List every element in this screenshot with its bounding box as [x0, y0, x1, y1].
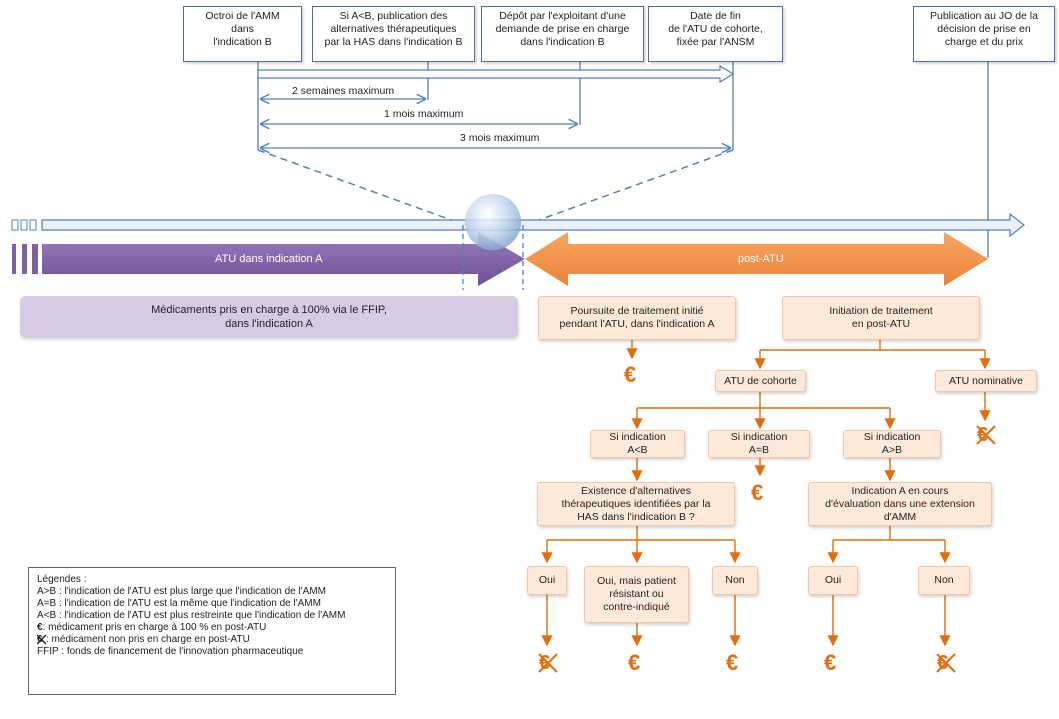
legend-title: Légendes :	[37, 574, 87, 585]
euro-glyph: €	[937, 652, 949, 674]
milestone-has-publication: Si A<B, publication des alternatives thé…	[312, 6, 475, 62]
atu-arrow-label: ATU dans indication A	[215, 253, 323, 265]
milestone-fin-atu: Date de fin de l'ATU de cohorte, fixée p…	[648, 6, 783, 62]
euro-icon: €	[751, 480, 764, 505]
euro-glyph: €	[539, 652, 551, 674]
bubble	[465, 194, 521, 250]
ffip-box: Médicaments pris en charge à 100% via le…	[20, 296, 518, 338]
zoom-line-left	[257, 149, 466, 226]
atu-nominative-box: ATU nominative	[935, 370, 1037, 392]
legend-text: : médicament pris en charge à 100 % en p…	[42, 622, 267, 633]
oui-box-1: Oui	[527, 566, 567, 595]
oui-mais-box: Oui, mais patient résistant ou contre-in…	[584, 566, 689, 623]
post-atu-arrow	[525, 232, 988, 286]
duration-label-1-mois: 1 mois maximum	[382, 108, 466, 120]
non-box-2: Non	[918, 566, 970, 595]
zoom-line-right	[524, 149, 734, 226]
euro-icon: €	[37, 622, 43, 633]
oui-box-2: Oui	[808, 566, 858, 595]
legend-line-euro: €: médicament pris en charge à 100 % en …	[37, 622, 387, 634]
crossed-euro-icon: €	[37, 634, 46, 646]
non-box-1: Non	[712, 566, 758, 595]
legend-line: A=B : l'indication de l'ATU est la même …	[37, 598, 321, 609]
legend: Légendes : A>B : l'indication de l'ATU e…	[28, 567, 396, 695]
legend-line: A<B : l'indication de l'ATU est plus res…	[37, 610, 346, 621]
crossed-euro-icon: €	[975, 424, 997, 446]
milestone-amm: Octroi de l'AMM dans l'indication B	[183, 6, 302, 62]
euro-icon: €	[624, 362, 637, 387]
crossed-euro-icon: €	[537, 652, 559, 674]
legend-text: : médicament non pris en charge en post-…	[46, 634, 250, 645]
post-atu-label: post-ATU	[738, 253, 784, 265]
duration-label-3-mois: 3 mois maximum	[458, 132, 542, 144]
milestone-publication-jo: Publication au JO de la décision de pris…	[913, 6, 1055, 62]
euro-glyph: €	[977, 424, 989, 446]
indication-evaluation-box: Indication A en cours d'évaluation dans …	[808, 482, 992, 526]
legend-line-crossed-euro: €: médicament non pris en charge en post…	[37, 634, 387, 646]
si-indication-a-eq-b: Si indication A=B	[708, 430, 810, 458]
atu-cohorte-box: ATU de cohorte	[715, 370, 806, 392]
poursuite-box: Poursuite de traitement initié pendant l…	[538, 296, 736, 340]
initiation-box: Initiation de traitement en post-ATU	[782, 296, 980, 340]
atu-arrow	[42, 232, 525, 286]
si-indication-a-lt-b: Si indication A<B	[590, 430, 685, 458]
euro-icon: €	[824, 650, 837, 675]
timeline-arrow	[41, 212, 1025, 238]
crossed-euro-icon: €	[935, 652, 957, 674]
si-indication-a-gt-b: Si indication A>B	[843, 430, 941, 458]
duration-label-2-semaines: 2 semaines maximum	[290, 85, 397, 97]
legend-line: FFIP : fonds de financement de l'innovat…	[37, 646, 304, 657]
euro-icon: €	[628, 650, 641, 675]
top-arrow	[257, 64, 735, 84]
existence-alternatives-box: Existence d'alternatives thérapeutiques …	[537, 482, 735, 526]
euro-icon: €	[726, 650, 739, 675]
legend-line: A>B : l'indication de l'ATU est plus lar…	[37, 586, 326, 597]
euro-glyph: €	[37, 634, 43, 645]
milestone-depot: Dépôt par l'exploitant d'une demande de …	[481, 6, 644, 62]
